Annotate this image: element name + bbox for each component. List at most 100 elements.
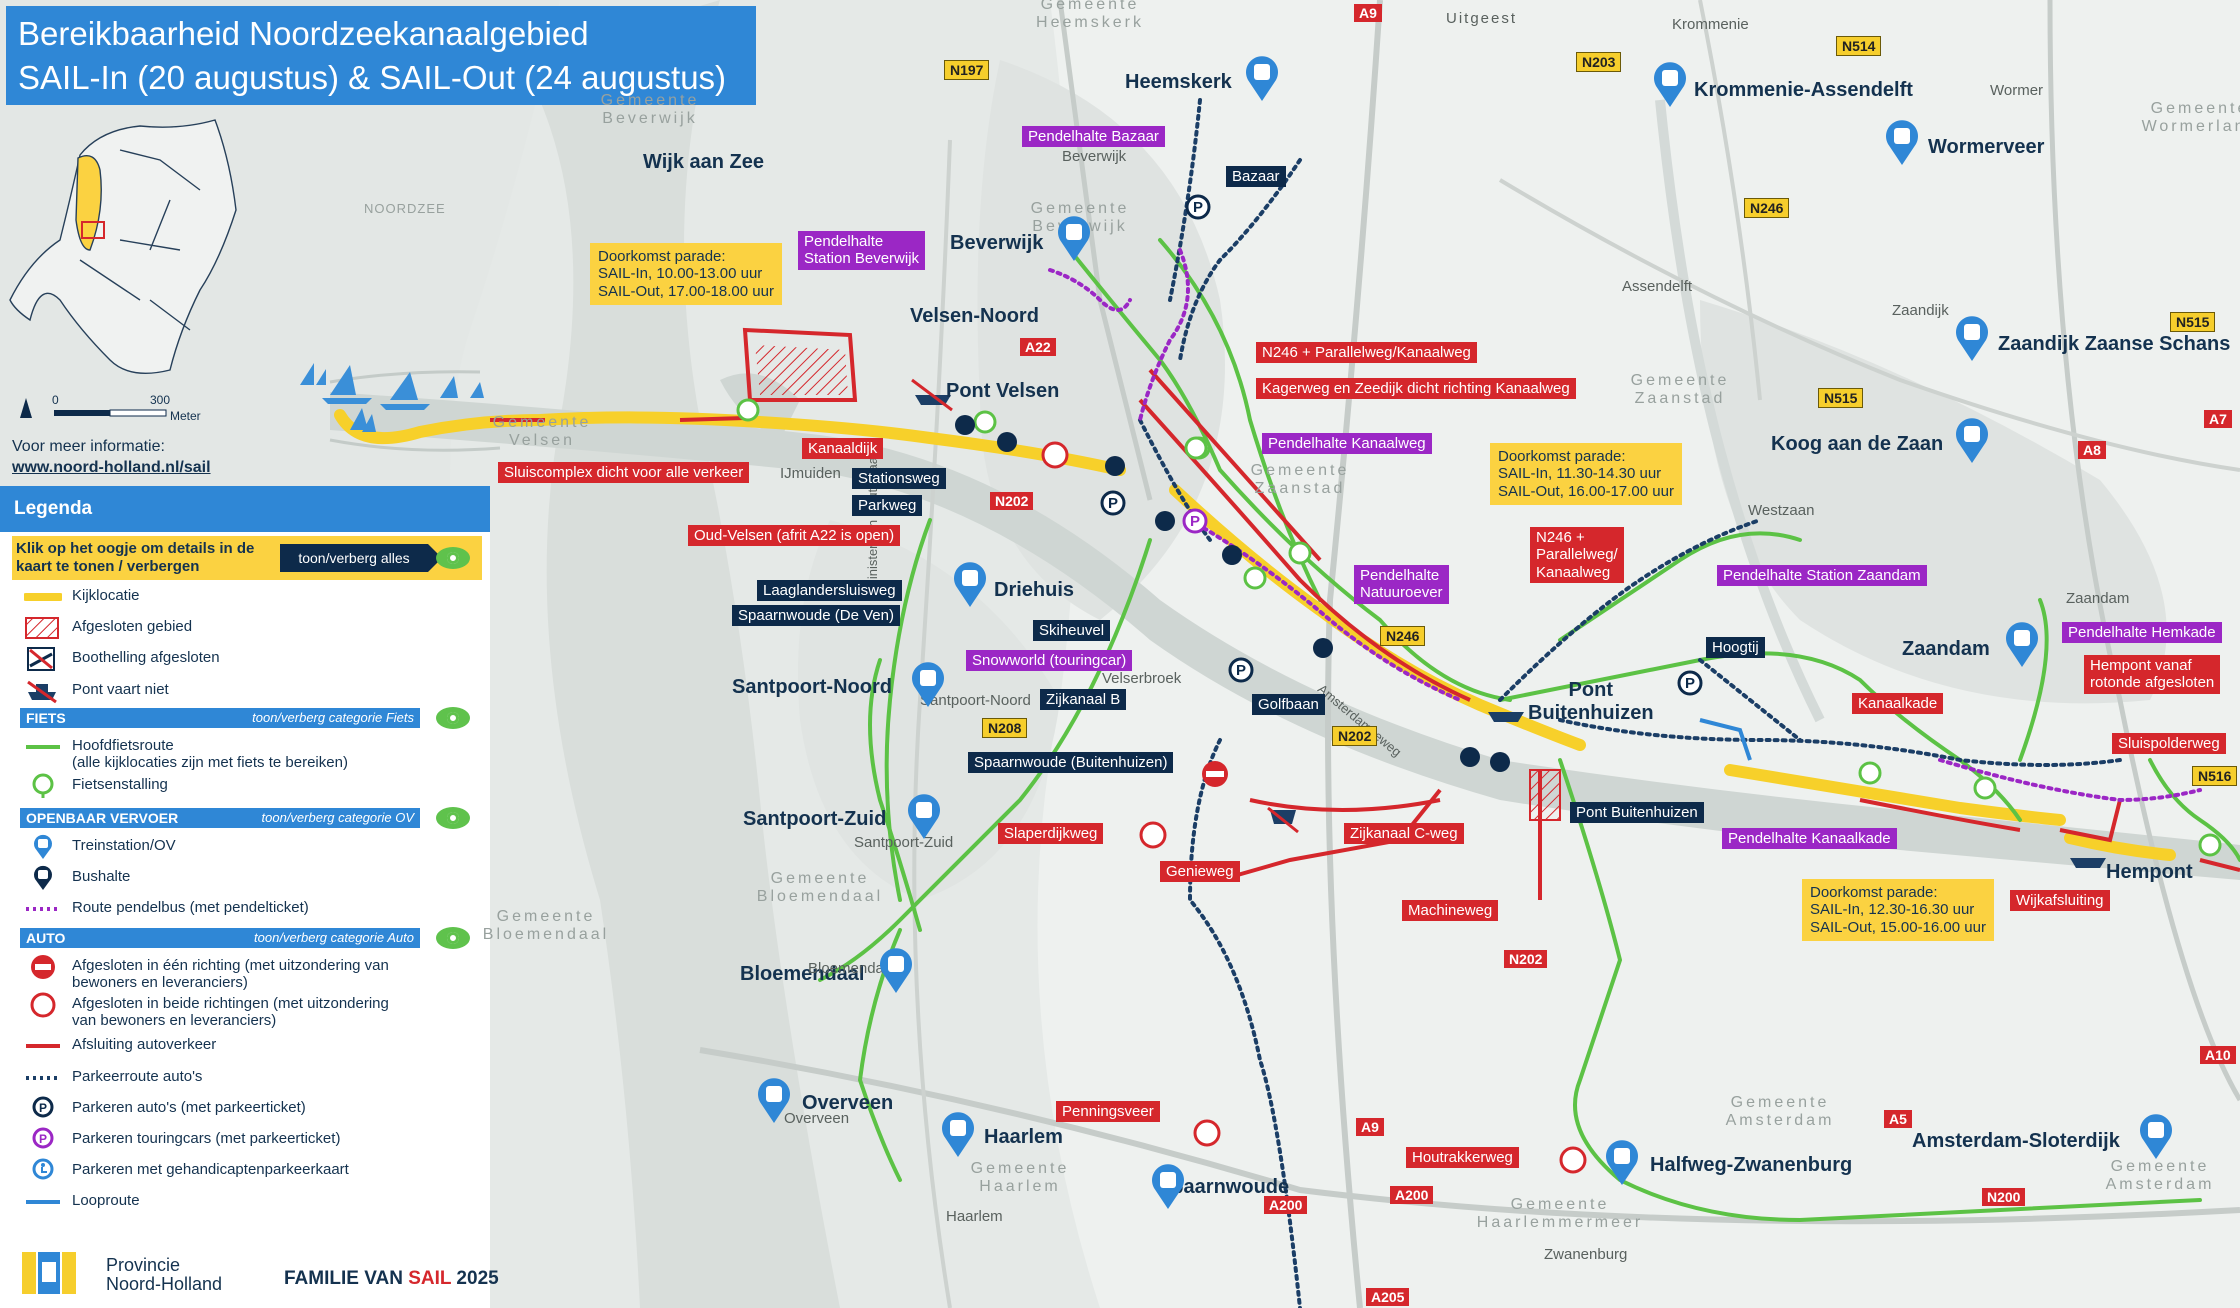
train-station-icon[interactable] <box>940 1112 976 1158</box>
eye-auto-icon[interactable] <box>436 927 470 949</box>
info-link[interactable]: www.noord-holland.nl/sail <box>12 459 211 476</box>
scale-unit: Meter <box>170 409 201 423</box>
legend-label: Hoofdfietsroute(alle kijklocaties zijn m… <box>72 737 348 771</box>
label-doorkomst1: Doorkomst parade:SAIL-In, 10.00-13.00 uu… <box>590 243 782 305</box>
train-station-icon[interactable] <box>1150 1164 1186 1210</box>
road-N515-r: N515 <box>2170 312 2216 333</box>
scale-end: 300 <box>150 393 171 407</box>
map-title: Bereikbaarheid Noordzeekanaalgebied SAIL… <box>6 6 756 105</box>
label-laaglanders: Laaglandersluisweg <box>757 580 902 602</box>
title-line2: SAIL-In (20 augustus) & SAIL-Out (24 aug… <box>18 59 727 96</box>
red-line-icon <box>26 1044 60 1048</box>
label-slaperdijkweg: Slaperdijkweg <box>998 823 1104 845</box>
purple-dots-icon <box>26 907 60 911</box>
train-station-icon[interactable] <box>1604 1140 1640 1186</box>
train-station-icon[interactable] <box>1056 216 1092 262</box>
info-label: Voor meer informatie: <box>12 438 165 455</box>
category-toggle[interactable]: toon/verberg categorie Auto <box>254 930 414 945</box>
label-bazaar: Bazaar <box>1226 166 1286 188</box>
road-N203: N203 <box>1576 52 1622 73</box>
green-line-icon <box>26 745 60 749</box>
road-A8: A8 <box>2078 441 2106 460</box>
legend-label: Afgesloten gebied <box>72 618 193 635</box>
toggle-all-button[interactable]: toon/verberg alles <box>280 544 442 572</box>
train-station-icon[interactable] <box>2138 1114 2174 1160</box>
legend-label: Looproute <box>72 1192 140 1209</box>
category-fiets: FIETS toon/verberg categorie Fiets <box>20 708 420 728</box>
train-station-icon[interactable] <box>1884 120 1920 166</box>
train-station-icon[interactable] <box>952 562 988 608</box>
small-place-westzaan: Westzaan <box>1748 502 1815 519</box>
legend-label: Afsluiting autoverkeer <box>72 1036 217 1053</box>
label-snowworld: Snowworld (touringcar) <box>966 650 1133 672</box>
train-station-icon[interactable] <box>910 662 946 708</box>
label-spaarnwoude-bh: Spaarnwoude (Buitenhuizen) <box>968 752 1174 774</box>
place-bloemendaal: Bloemendaal <box>740 963 865 985</box>
parking-icon: P <box>32 1096 54 1118</box>
train-station-icon[interactable] <box>1954 316 1990 362</box>
small-place-assendelft: Assendelft <box>1622 278 1693 295</box>
label-skiheuvel: Skiheuvel <box>1033 620 1111 642</box>
road-N246: N246 <box>1380 626 1426 647</box>
label-pendel-kanaalkade: Pendelhalte Kanaalkade <box>1722 828 1897 850</box>
road-N515: N515 <box>1818 388 1864 409</box>
eye-ov-icon[interactable] <box>436 807 470 829</box>
muni-wormerland: Gemeente Wormerland <box>2141 100 2240 136</box>
train-pin-icon <box>34 834 52 859</box>
road-N197: N197 <box>944 60 990 81</box>
legend-label: Boothelling afgesloten <box>72 649 220 666</box>
place-velsennoord: Velsen-Noord <box>910 305 1039 327</box>
train-station-icon[interactable] <box>756 1078 792 1124</box>
legend-label: Kijklocatie <box>72 587 140 604</box>
small-place-beverwijk: Beverwijk <box>1062 148 1127 165</box>
train-station-icon[interactable] <box>906 794 942 840</box>
legend-label: Route pendelbus (met pendelticket) <box>72 899 309 916</box>
legend-panel: Legenda Klik op het oogje om details in … <box>0 486 499 1308</box>
label-oudvelsen: Oud-Velsen (afrit A22 is open) <box>688 525 901 547</box>
inset-sea-label: NOORDZEE <box>364 201 446 216</box>
train-station-icon[interactable] <box>878 948 914 994</box>
road-A9-top: A9 <box>1354 4 1382 23</box>
label-parkweg: Parkweg <box>852 495 923 517</box>
road-N516: N516 <box>2192 766 2238 787</box>
no-entry-icon <box>31 955 55 979</box>
train-station-icon[interactable] <box>1652 62 1688 108</box>
muni-haarlemmermeer: Gemeente Haarlemmermeer <box>1476 1196 1644 1232</box>
place-zaandam: Zaandam <box>1902 638 1990 660</box>
scale-bar <box>20 398 167 418</box>
eye-fiets-icon[interactable] <box>436 707 470 729</box>
place-krommenie: Krommenie-Assendelft <box>1694 79 1913 101</box>
svg-text:P: P <box>1193 199 1203 216</box>
label-kanaaldijk: Kanaaldijk <box>802 438 884 460</box>
place-hempont: Hempont <box>2106 861 2193 883</box>
train-station-icon[interactable] <box>1244 56 1280 102</box>
legend-label: Pont vaart niet <box>72 681 169 698</box>
road-N202-b: N202 <box>1332 726 1378 747</box>
category-toggle[interactable]: toon/verberg categorie Fiets <box>252 710 414 725</box>
logos: Provincie Noord-Holland FAMILIE VAN SAIL… <box>22 1248 499 1300</box>
muni-amsterdam2: Gemeente Amsterdam <box>2105 1158 2215 1194</box>
label-n246-parallel: N246 + Parallelweg/Kanaalweg <box>1256 342 1477 364</box>
train-station-icon[interactable] <box>2004 622 2040 668</box>
place-halfweg: Halfweg-Zwanenburg <box>1650 1154 1853 1176</box>
place-wormerveer: Wormerveer <box>1928 136 2045 158</box>
label-zijkanaalb: Zijkanaal B <box>1040 689 1127 711</box>
category-toggle[interactable]: toon/verberg categorie OV <box>261 810 414 825</box>
train-station-icon[interactable] <box>1954 418 1990 464</box>
label-stationsweg: Stationsweg <box>852 468 946 490</box>
label-penningsveer: Penningsveer <box>1056 1101 1160 1123</box>
place-pontbuitenhuizen: Pont Buitenhuizen <box>1528 679 1654 724</box>
road-A22: A22 <box>1020 338 1056 357</box>
label-hoogtij: Hoogtij <box>1706 637 1765 659</box>
small-place-bloemendaal: Bloemendaal <box>808 960 896 977</box>
ramp-closed-icon <box>27 647 55 671</box>
svg-text:P: P <box>1190 513 1200 530</box>
place-koog: Koog aan de Zaan <box>1771 433 1944 455</box>
place-pontvelsen: Pont Velsen <box>946 380 1060 402</box>
eye-toggle-all-icon[interactable] <box>436 547 470 569</box>
svg-text:P: P <box>39 1132 47 1146</box>
small-place-santpoortzuid: Santpoort-Zuid <box>854 834 954 851</box>
